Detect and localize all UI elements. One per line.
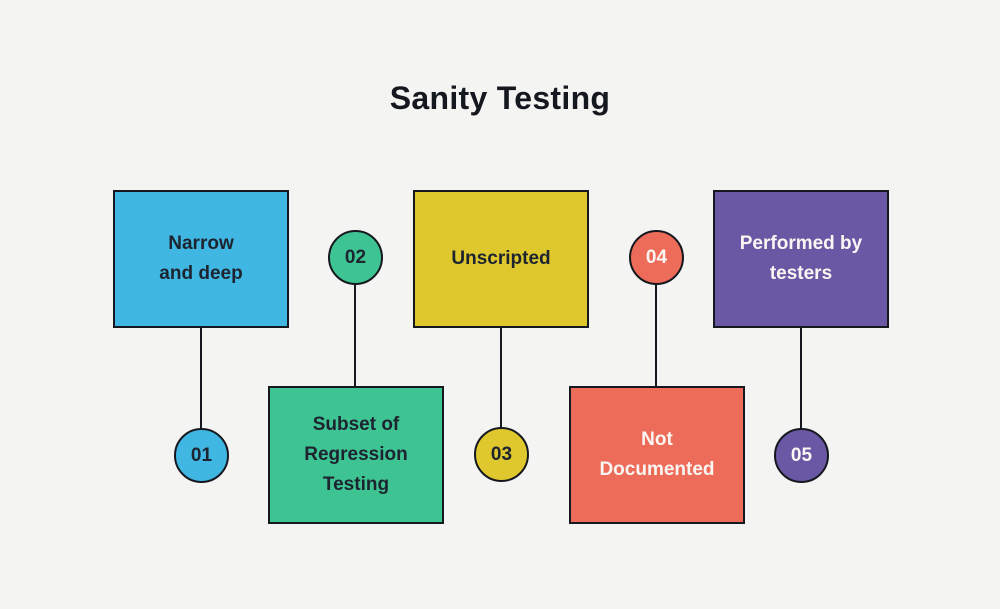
- connector-line-02: [354, 284, 356, 387]
- number-circle-02: 02: [328, 230, 383, 285]
- connector-line-01: [200, 327, 202, 430]
- number-circle-05: 05: [774, 428, 829, 483]
- number-circle-03: 03: [474, 427, 529, 482]
- connector-line-05: [800, 327, 802, 430]
- number-circle-04: 04: [629, 230, 684, 285]
- topic-box-performed-by-testers: Performed by testers: [713, 190, 889, 328]
- number-circle-01: 01: [174, 428, 229, 483]
- connector-line-03: [500, 327, 502, 428]
- topic-box-unscripted: Unscripted: [413, 190, 589, 328]
- connector-line-04: [655, 284, 657, 387]
- topic-box-not-documented: Not Documented: [569, 386, 745, 524]
- diagram-title: Sanity Testing: [389, 80, 611, 116]
- topic-box-subset-of-regression-testing: Subset of Regression Testing: [268, 386, 444, 524]
- topic-box-narrow-and-deep: Narrow and deep: [113, 190, 289, 328]
